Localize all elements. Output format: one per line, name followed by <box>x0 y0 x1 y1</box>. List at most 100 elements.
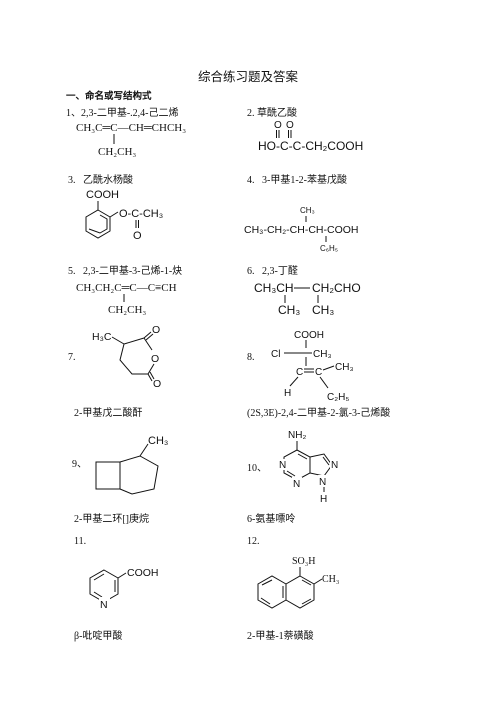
item-4-name: 3-甲基1-2-苯基戊酸 <box>262 175 347 186</box>
structure-1: CH₃C═C—CH═CHCH₃ CH₂CH₃ <box>76 122 186 158</box>
s3-benzene-inner <box>88 214 108 234</box>
item-3-label: 3. 乙酰水杨酸 <box>68 171 133 186</box>
s10-pyrimidine-double-1 <box>297 453 308 460</box>
s4-ch3: CH₃ <box>300 206 315 215</box>
item-3-name: 乙酰水杨酸 <box>83 175 133 186</box>
s7-o-top: O <box>152 324 160 336</box>
s7-ring-c1-o <box>143 337 153 351</box>
s8-h: H <box>284 388 291 399</box>
s11-n: N <box>100 599 108 611</box>
item-5-label: 5. 2,3-二甲基-3-己烯-1-炔 <box>68 262 182 277</box>
s1-ethyl: CH₂CH₃ <box>98 146 136 158</box>
s6-left: CH₃CH <box>254 281 294 295</box>
document-title: 综合练习题及答案 <box>197 69 298 84</box>
structure-3: COOH O-C-CH₃ O <box>85 189 163 242</box>
s12-ch3: CH₃ <box>322 574 339 585</box>
item-11-number: 11. <box>74 536 87 547</box>
s10-n1: N <box>279 460 286 471</box>
s7-ring-c5-o <box>147 363 155 375</box>
s10-h: H <box>320 494 327 505</box>
structure-7: H₃C O O O <box>92 324 161 390</box>
item-6-label: 6. 2,3-丁醛 <box>247 262 298 277</box>
s10-n7: N <box>331 460 338 471</box>
s4-chain: CH₃-CH₂-CH-CH-COOH <box>244 224 359 236</box>
item-5-name: 2,3-二甲基-3-己烯-1-炔 <box>83 266 183 277</box>
s2-o2: O <box>286 120 294 131</box>
s9-ch3: CH₃ <box>148 435 168 447</box>
s5-chain: CH₃CH₂C═C—C≡CH <box>76 282 177 294</box>
s1-chain: CH₃C═C—CH═CHCH₃ <box>76 122 186 134</box>
s8-ch3b: CH₃ <box>335 362 354 373</box>
s11-cooh: COOH <box>127 567 159 579</box>
s3-cooh: COOH <box>86 189 119 201</box>
item-1-label: 1、2,3-二甲基-.2,4-己二烯 <box>66 104 179 119</box>
structure-2: O O HO-C-C-CH₂COOH <box>258 120 363 153</box>
s12-so3h: SO₃H <box>292 556 316 567</box>
s7-h3c: H₃C <box>92 331 112 343</box>
item-10-number: 10、 <box>247 463 267 474</box>
item-2-number: 2. <box>247 108 255 119</box>
item-5-number: 5. <box>68 266 76 277</box>
s8-cooh: COOH <box>294 330 324 341</box>
s12-bond-methyl <box>313 578 323 585</box>
s11-bond-cooh <box>117 572 127 579</box>
item-8-number: 8. <box>247 352 255 363</box>
item-6-number: 6. <box>247 266 255 277</box>
s10-n3: N <box>293 479 300 490</box>
s7-co-2b <box>149 371 155 380</box>
item-7-number: 7. <box>68 352 76 363</box>
s7-ring-carbons <box>119 337 148 375</box>
item-9-name: 2-甲基二环[]庚烷 <box>74 514 149 525</box>
s10-n7-mask <box>330 458 340 469</box>
s9-cyclopentane-ring <box>119 455 159 495</box>
item-4-label: 4. 3-甲基1-2-苯基戊酸 <box>247 171 347 186</box>
s7-co-1b <box>145 333 154 341</box>
s10-imidazole-double <box>322 456 330 466</box>
structure-9: CH₃ <box>95 435 168 495</box>
item-8-name: (2S,3E)-2,4-二甲基-2-氯-3-己烯酸 <box>247 408 391 419</box>
s5-ethyl: CH₂CH₃ <box>108 304 146 316</box>
item-9-number: 9、 <box>72 459 87 470</box>
item-4-number: 4. <box>247 175 255 186</box>
item-2-label: 2. 草酰乙酸 <box>247 104 297 119</box>
s3-benzene-ring <box>85 209 111 239</box>
s8-bond-ch3b <box>322 365 335 371</box>
item-7-name: 2-甲基戊二酸酐 <box>74 408 143 419</box>
structure-10: NH₂ N N N N H <box>278 430 340 505</box>
s11-pyridine-double-1 <box>93 573 105 581</box>
s10-n3-mask <box>292 477 302 488</box>
s3-o: O <box>133 230 142 242</box>
s8-bond-ethyl <box>319 376 329 389</box>
item-11-name: β-吡啶甲酸 <box>74 631 123 642</box>
s10-n9: N <box>319 477 326 488</box>
s8-ch3a: CH₃ <box>313 349 332 360</box>
structure-8: COOH Cl CH₃ C C CH₃ H C₂H₅ <box>271 330 354 403</box>
structure-11: COOH N <box>89 567 159 611</box>
s8-c2: C <box>315 367 322 378</box>
s10-n1-mask <box>278 459 288 470</box>
s12-ring-right <box>285 575 315 609</box>
s8-cl: Cl <box>271 349 280 360</box>
s4-c6h5: C₆H₅ <box>320 244 338 253</box>
s2-chain: HO-C-C-CH₂COOH <box>258 139 363 153</box>
item-1-name: 2,3-二甲基-.2,4-己二烯 <box>81 108 179 119</box>
s12-double-3 <box>261 579 273 586</box>
s10-n9-mask <box>318 475 328 486</box>
s10-nh2: NH₂ <box>288 430 306 441</box>
structure-5: CH₃CH₂C═C—C≡CH CH₂CH₃ <box>76 282 177 316</box>
s6-right: CH₂CHO <box>312 281 361 295</box>
s11-n-mask <box>99 597 110 609</box>
s12-double-2 <box>301 598 312 605</box>
s9-cyclobutane-ring <box>95 461 121 490</box>
item-1-number: 1、 <box>66 108 81 119</box>
s11-pyridine-double-3 <box>93 591 103 598</box>
structure-4: CH₃ CH₃-CH₂-CH-CH-COOH C₆H₅ <box>244 206 359 253</box>
s12-ring-left <box>257 575 287 609</box>
section-heading: 一、命名或写结构式 <box>66 91 152 102</box>
item-10-name: 6-氨基嘌呤 <box>247 514 296 525</box>
s8-c2h5: C₂H₅ <box>327 392 349 403</box>
s6-ch3a: CH₃ <box>278 303 300 317</box>
s12-double-1 <box>301 579 312 586</box>
s3-ester: O-C-CH₃ <box>119 208 163 220</box>
s2-o1: O <box>274 120 282 131</box>
